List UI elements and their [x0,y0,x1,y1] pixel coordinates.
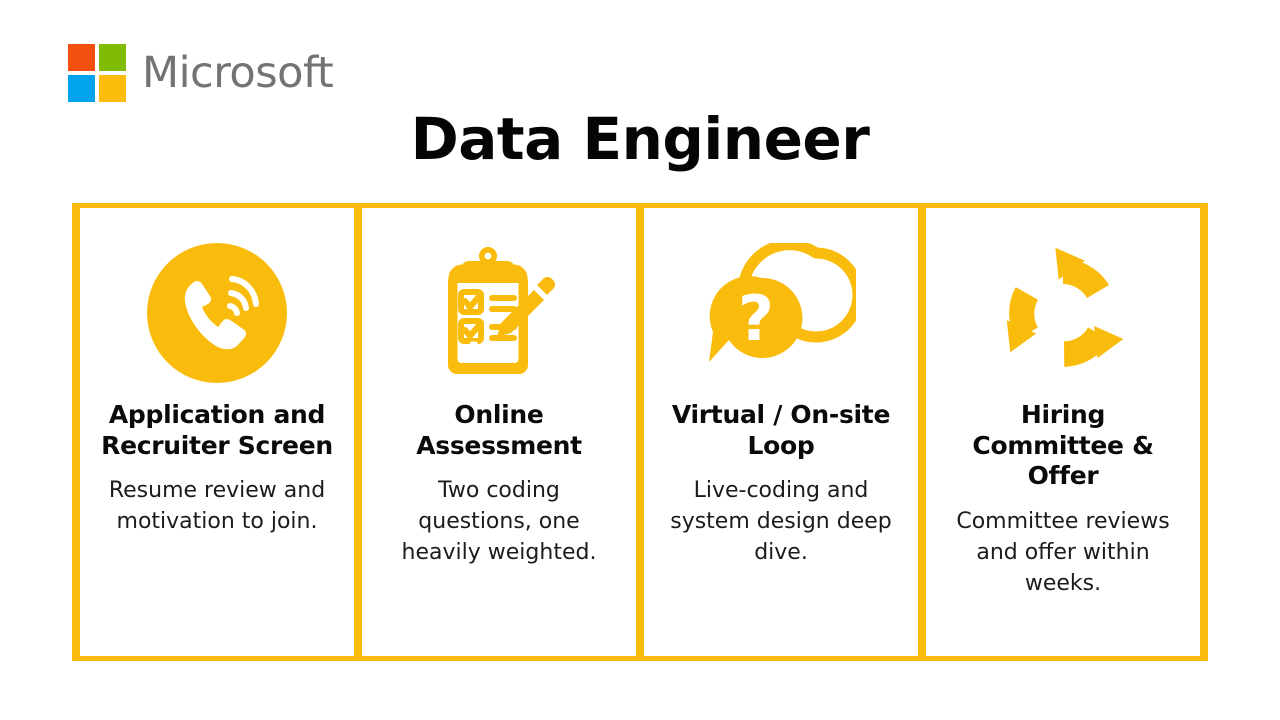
logo-square-top-right [99,44,126,71]
slide-header: Microsoft Data Engineer [0,0,1280,200]
page-title: Data Engineer [410,105,870,173]
question-speech-bubbles-icon: ? [662,238,900,388]
card-body: Committee reviews and offer within weeks… [956,508,1170,596]
logo-square-top-left [68,44,95,71]
process-card-offer: Hiring Committee & Offer Committee revie… [918,208,1208,656]
cycle-arrows-icon [944,238,1182,388]
process-card-assessment: A+ Online Assessment Two coding question… [354,208,636,656]
process-cards-row: Application and Recruiter Screen Resume … [72,203,1208,661]
card-body: Live-coding and system design deep dive. [670,478,892,566]
phone-call-icon [98,238,336,388]
microsoft-wordmark: Microsoft [142,47,334,98]
card-heading: Virtual / On-site Loop [671,400,891,460]
card-heading: Hiring Committee & Offer [972,400,1154,490]
card-heading: Online Assessment [416,400,582,460]
process-card-application: Application and Recruiter Screen Resume … [72,208,354,656]
process-card-loop: ? Virtual / On-site Loop Live-coding and… [636,208,918,656]
svg-text:A+: A+ [463,337,507,368]
clipboard-grade-pencil-icon: A+ [380,238,618,388]
card-body: Two coding questions, one heavily weight… [401,478,597,566]
logo-square-bottom-right [99,75,126,102]
card-body: Resume review and motivation to join. [108,478,326,535]
card-heading: Application and Recruiter Screen [101,400,333,460]
svg-text:?: ? [738,282,774,355]
logo-square-bottom-left [68,75,95,102]
microsoft-logo: Microsoft [68,44,334,102]
microsoft-logo-squares-icon [68,44,126,102]
